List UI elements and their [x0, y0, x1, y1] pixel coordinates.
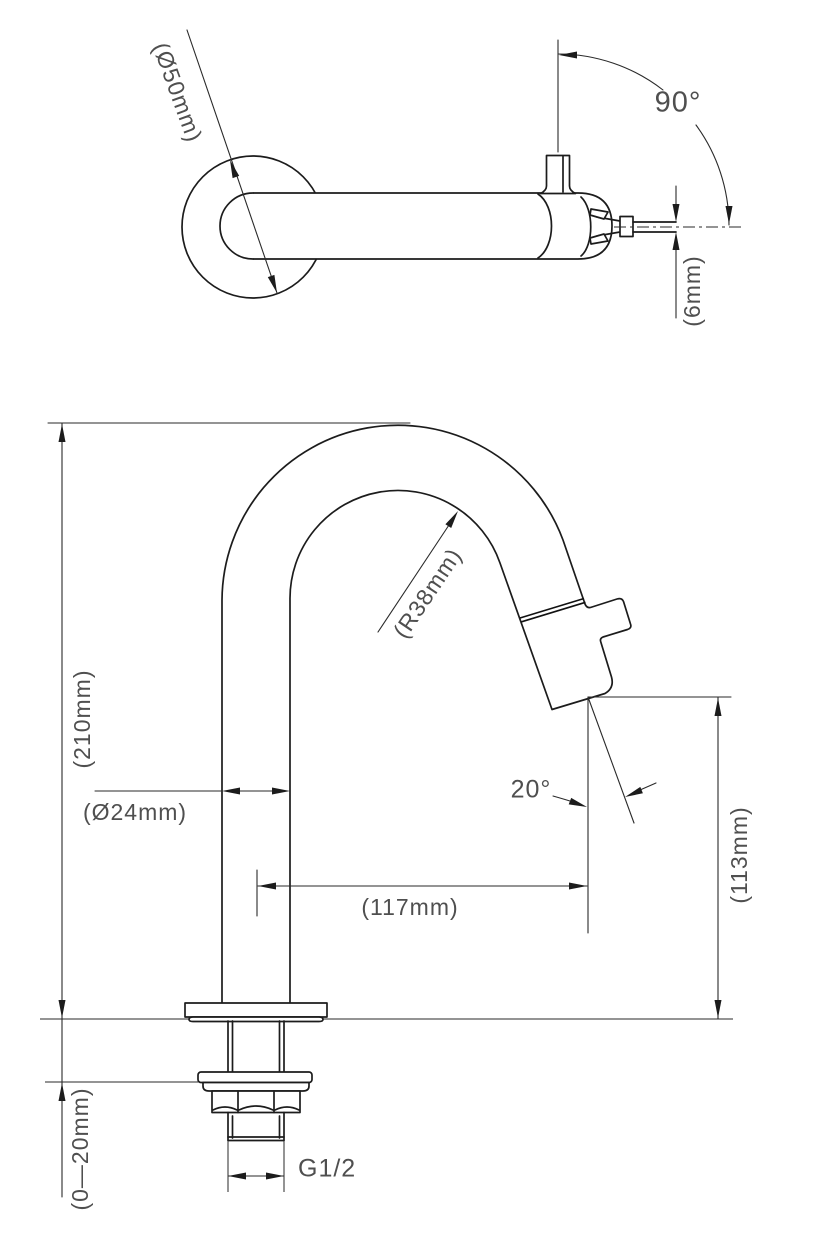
- faucet-body-outline: [253, 192, 613, 260]
- handle-angle-label: 90°: [655, 87, 702, 119]
- spout-reach-label: (117mm): [361, 894, 458, 920]
- outlet-angle-label: 20°: [511, 776, 552, 804]
- base-flange: [184, 1002, 328, 1018]
- dimension-spout-reach: (117mm): [256, 869, 588, 920]
- thread-size-label: G1/2: [298, 1155, 356, 1183]
- outlet-height-label: (113mm): [726, 806, 752, 903]
- front-view-drawing: (210mm) (0—20mm) (R38mm) (Ø24mm) (117mm): [40, 422, 752, 1211]
- shank-washer: [197, 1071, 313, 1084]
- threaded-shank: [227, 1020, 285, 1073]
- base-flange-gasket: [188, 1016, 324, 1023]
- dimension-bend-radius: (R38mm): [377, 511, 467, 643]
- dimension-handle-angle-90: 90°: [557, 39, 733, 226]
- dimension-outlet-angle: 20°: [511, 696, 657, 824]
- aerator-seam-line-2: [521, 601, 586, 623]
- body-shading-arc-1: [537, 193, 553, 259]
- outlet-fin-bottom: [589, 233, 609, 245]
- dimension-overall-height-210: (210mm): [47, 422, 411, 1198]
- dimension-outlet-6mm: (6mm): [672, 185, 705, 327]
- outlet-fin-top: [589, 208, 609, 220]
- hex-nut: [211, 1090, 301, 1114]
- dimension-tube-diameter: (Ø24mm): [83, 787, 290, 825]
- body-end-hemisphere: [219, 192, 254, 260]
- top-view-drawing: 90° (Ø50mm) (6mm): [148, 29, 742, 327]
- spout-outline: [221, 424, 632, 1004]
- outlet-diameter-label: (6mm): [679, 255, 705, 326]
- handle-stem: [539, 154, 577, 195]
- overall-height-label: (210mm): [69, 669, 95, 768]
- shank-washer-band: [202, 1081, 310, 1092]
- body-shading-arc-2: [580, 196, 592, 257]
- dimension-thread-size: G1/2: [227, 1141, 356, 1192]
- tube-diameter-label: (Ø24mm): [83, 799, 187, 825]
- dimension-outlet-height: (113mm): [587, 696, 752, 1020]
- thread-end: [227, 1111, 285, 1142]
- mounting-range-label: (0—20mm): [67, 1087, 93, 1210]
- aerator-seam-line-1: [519, 597, 585, 619]
- dimension-mounting-range: (0—20mm): [58, 1083, 93, 1211]
- flange-diameter-label: (Ø50mm): [148, 39, 208, 146]
